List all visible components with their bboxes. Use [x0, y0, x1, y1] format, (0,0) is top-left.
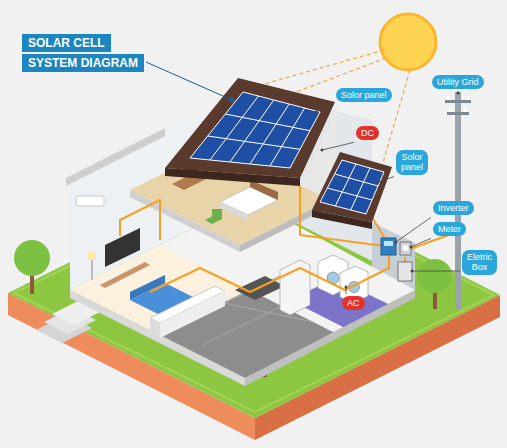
meter-symbol	[400, 242, 411, 255]
inverter-symbol	[381, 238, 396, 255]
callout-label: Solor panel	[341, 90, 387, 100]
sun-ray	[250, 50, 384, 88]
furniture	[88, 252, 96, 260]
solar-panel-symbol	[327, 164, 378, 210]
utility-pole	[447, 96, 450, 100]
callout-label: DC	[361, 128, 374, 138]
furniture	[150, 318, 160, 338]
callout-label: Inverter	[438, 203, 469, 213]
title-box: SOLAR CELL SYSTEM DIAGRAM	[22, 33, 156, 73]
diagram-title: SOLAR CELL SYSTEM DIAGRAM	[22, 34, 144, 72]
callout-pill: Meter	[433, 222, 466, 236]
furniture	[92, 260, 93, 280]
tree	[418, 259, 452, 293]
utility-pole	[445, 100, 471, 103]
inverter-symbol	[381, 238, 396, 255]
callout-pill: Solor panel	[396, 150, 428, 175]
roof	[165, 78, 335, 178]
electric-box-symbol	[398, 262, 412, 281]
callout-pill: DC	[356, 126, 379, 140]
leader-dot	[411, 270, 414, 273]
leader-dot	[230, 98, 235, 103]
leader-dot	[410, 246, 413, 249]
sun	[380, 14, 436, 70]
wire	[120, 200, 160, 240]
leader-line	[146, 62, 232, 100]
leader-line	[322, 142, 354, 150]
callout-pill: Eletric Box	[462, 250, 497, 275]
leader-line	[378, 177, 394, 182]
house-wall	[66, 128, 165, 186]
electric-box-symbol	[398, 262, 412, 281]
callout-pill: AC	[342, 296, 365, 310]
meter-symbol	[403, 245, 409, 251]
air-conditioner	[76, 196, 104, 206]
solar-panel-symbol	[320, 160, 384, 214]
upper-floor	[130, 190, 240, 252]
house-floor	[245, 290, 415, 386]
utility-pole	[449, 108, 452, 112]
callout-label: AC	[347, 298, 360, 308]
furniture	[105, 228, 140, 267]
inverter-symbol	[384, 241, 393, 246]
wire	[150, 254, 389, 292]
furniture	[220, 202, 248, 221]
furniture	[160, 291, 225, 338]
meter-symbol	[400, 242, 411, 255]
callout-label: Utility Grid	[437, 77, 479, 87]
utility-pole	[464, 108, 467, 112]
roof	[165, 168, 300, 186]
furniture	[100, 262, 150, 288]
leader-dot	[321, 149, 324, 152]
tree	[14, 240, 50, 276]
solar-panel-symbol	[190, 92, 384, 214]
callout-pill: Utility Grid	[432, 75, 484, 89]
utility-pole	[447, 112, 469, 115]
furniture	[280, 260, 310, 315]
solar-panel-symbol	[208, 96, 310, 166]
leader-dot	[345, 286, 348, 289]
sun	[380, 14, 436, 70]
solar-panel-symbol	[190, 92, 320, 168]
callout-label: Solor panel	[401, 152, 423, 173]
callout-pill: Inverter	[433, 201, 474, 215]
leader-line	[411, 238, 431, 247]
roof	[165, 78, 392, 229]
wire	[404, 257, 406, 262]
furniture	[212, 209, 222, 219]
callout-label: Eletric Box	[467, 252, 492, 273]
utility-pole	[466, 96, 469, 100]
leader-dot	[457, 92, 460, 95]
callout-pill: Solor panel	[336, 88, 392, 102]
roof	[312, 152, 392, 222]
leader-line	[396, 217, 431, 242]
leader-dot	[395, 241, 398, 244]
leader-line	[316, 104, 334, 112]
leader-dot	[377, 181, 380, 184]
leader-dot	[315, 111, 318, 114]
callout-label: Meter	[438, 224, 461, 234]
leader-line	[412, 271, 460, 272]
